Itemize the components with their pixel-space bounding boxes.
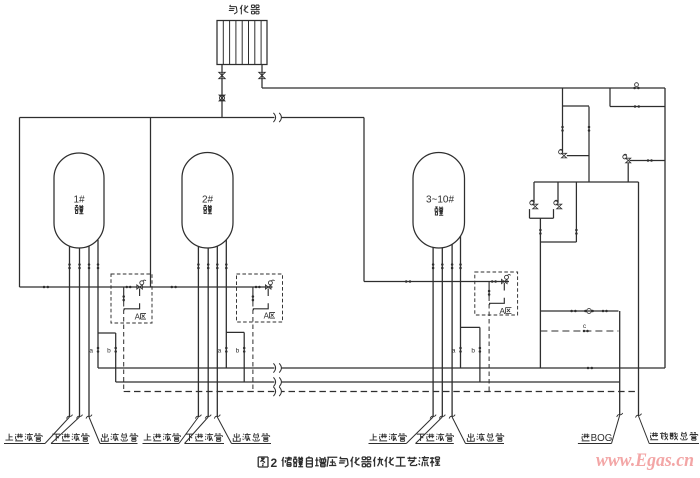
svg-text:c: c: [583, 323, 587, 330]
svg-text:b: b: [107, 348, 111, 355]
svg-text:2: 2: [271, 456, 278, 470]
svg-text:b: b: [471, 348, 475, 355]
svg-text:www.Egas.cn: www.Egas.cn: [596, 451, 694, 471]
svg-text:BOG: BOG: [591, 433, 613, 444]
svg-text:a: a: [452, 348, 456, 355]
svg-text:A: A: [135, 313, 141, 322]
svg-text:a: a: [89, 348, 93, 355]
svg-text:a: a: [218, 348, 222, 355]
svg-text:1#: 1#: [73, 195, 85, 206]
svg-text:3~10#: 3~10#: [426, 195, 455, 206]
svg-text:2#: 2#: [202, 195, 214, 206]
svg-text:A: A: [499, 306, 505, 316]
svg-text:A: A: [264, 312, 270, 321]
svg-text:b: b: [236, 348, 240, 355]
